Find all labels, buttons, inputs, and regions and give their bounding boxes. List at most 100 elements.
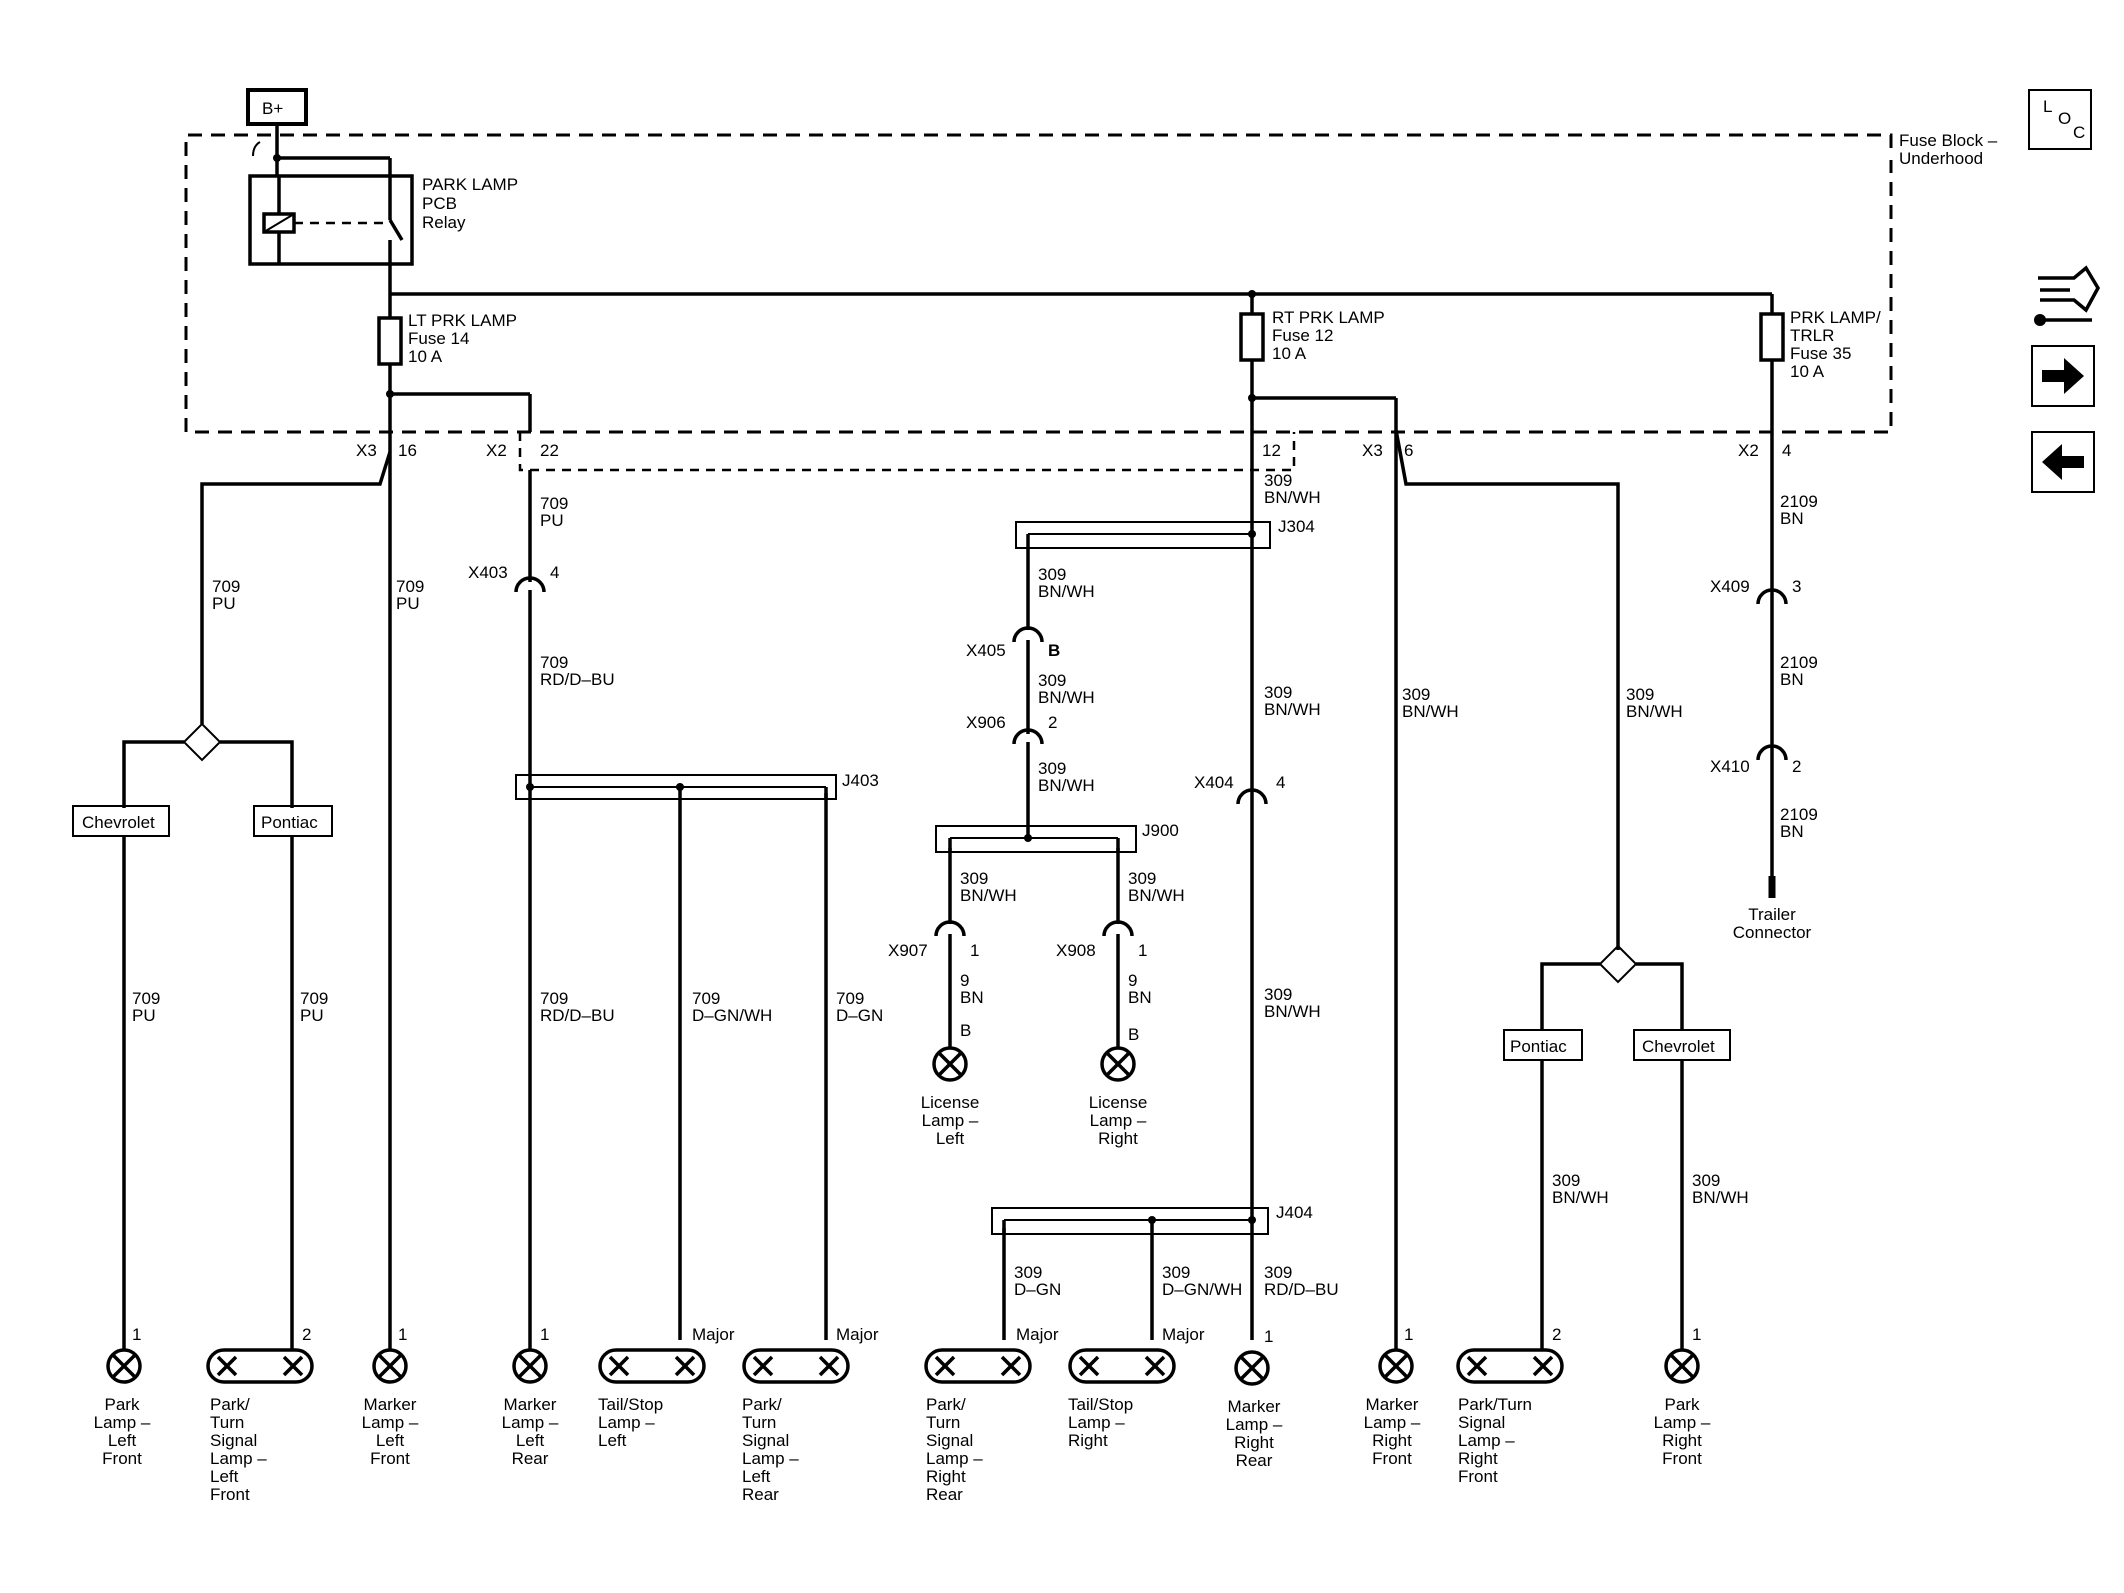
svg-text:Lamp –: Lamp – [742, 1449, 799, 1468]
svg-text:Front: Front [370, 1449, 410, 1468]
svg-text:C: C [2073, 123, 2085, 142]
svg-text:BN: BN [1780, 822, 1804, 841]
svg-text:309: 309 [1264, 471, 1292, 490]
svg-text:BN/WH: BN/WH [1038, 776, 1095, 795]
svg-text:Rear: Rear [512, 1449, 549, 1468]
previous-page-arrow-icon[interactable] [2031, 431, 2095, 493]
svg-text:BN: BN [1780, 670, 1804, 689]
svg-text:BN/WH: BN/WH [960, 886, 1017, 905]
svg-text:709: 709 [836, 989, 864, 1008]
park-turn-lamp-right-front-icon [1456, 1348, 1564, 1384]
svg-text:PU: PU [300, 1006, 324, 1025]
svg-text:BN: BN [960, 988, 984, 1007]
svg-text:D–GN: D–GN [1014, 1280, 1061, 1299]
svg-text:Marker: Marker [504, 1395, 557, 1414]
svg-text:16: 16 [398, 441, 417, 460]
splice-j900 [935, 825, 1137, 853]
svg-text:Major: Major [1016, 1325, 1059, 1344]
relay-label: PARK LAMP [422, 175, 518, 194]
svg-text:X404: X404 [1194, 773, 1234, 792]
svg-text:Connector: Connector [1733, 923, 1812, 942]
svg-text:309: 309 [1264, 985, 1292, 1004]
svg-text:709: 709 [540, 494, 568, 513]
svg-text:Right: Right [1662, 1431, 1702, 1450]
svg-text:Underhood: Underhood [1899, 149, 1983, 168]
fuse-35-label: PRK LAMP/ [1790, 308, 1881, 327]
svg-text:Park/: Park/ [742, 1395, 782, 1414]
svg-text:309: 309 [1162, 1263, 1190, 1282]
svg-text:Front: Front [1662, 1449, 1702, 1468]
svg-text:Left: Left [742, 1467, 771, 1486]
svg-text:10 A: 10 A [1790, 362, 1825, 381]
svg-text:Right: Right [1068, 1431, 1108, 1450]
svg-text:9: 9 [1128, 971, 1137, 990]
svg-text:Park/Turn: Park/Turn [1458, 1395, 1532, 1414]
svg-text:RD/D–BU: RD/D–BU [540, 670, 615, 689]
svg-text:1: 1 [398, 1325, 407, 1344]
svg-text:Right: Right [1098, 1129, 1138, 1148]
svg-text:Marker: Marker [1366, 1395, 1419, 1414]
svg-text:BN/WH: BN/WH [1038, 688, 1095, 707]
svg-text:Lamp –: Lamp – [362, 1413, 419, 1432]
svg-text:D–GN/WH: D–GN/WH [1162, 1280, 1242, 1299]
svg-text:Major: Major [692, 1325, 735, 1344]
svg-text:RD/D–BU: RD/D–BU [1264, 1280, 1339, 1299]
svg-text:Right: Right [1372, 1431, 1412, 1450]
tail-stop-lamp-right-label: Tail/Stop Lamp – Right [1068, 1395, 1133, 1450]
svg-text:Left: Left [936, 1129, 965, 1148]
svg-text:709: 709 [132, 989, 160, 1008]
svg-text:Lamp –: Lamp – [1226, 1415, 1283, 1434]
svg-text:Lamp –: Lamp – [210, 1449, 267, 1468]
fuse-12 [1239, 312, 1265, 362]
svg-text:BN/WH: BN/WH [1264, 700, 1321, 719]
marker-lamp-right-front-icon [1378, 1348, 1414, 1384]
svg-text:Lamp –: Lamp – [926, 1449, 983, 1468]
svg-text:1: 1 [1692, 1325, 1701, 1344]
svg-text:Major: Major [1162, 1325, 1205, 1344]
svg-text:309: 309 [960, 869, 988, 888]
svg-text:1: 1 [540, 1325, 549, 1344]
svg-text:Park: Park [1665, 1395, 1700, 1414]
license-lamp-left-label: License Lamp – Left [921, 1093, 980, 1148]
park-lamp-right-front-icon [1664, 1348, 1700, 1384]
svg-text:X906: X906 [966, 713, 1006, 732]
svg-text:Front: Front [1458, 1467, 1498, 1486]
svg-text:Fuse 12: Fuse 12 [1272, 326, 1333, 345]
park-turn-lamp-left-front-label: Park/ Turn Signal Lamp – Left Front [210, 1395, 267, 1504]
svg-text:PU: PU [540, 511, 564, 530]
svg-text:Left: Left [598, 1431, 627, 1450]
svg-text:Turn: Turn [926, 1413, 960, 1432]
fuse-14 [377, 316, 403, 366]
svg-text:X405: X405 [966, 641, 1006, 660]
svg-text:BN/WH: BN/WH [1692, 1188, 1749, 1207]
svg-text:Lamp –: Lamp – [1654, 1413, 1711, 1432]
location-view-button[interactable]: L O C [2028, 89, 2092, 150]
svg-text:Fuse 35: Fuse 35 [1790, 344, 1851, 363]
svg-text:1: 1 [132, 1325, 141, 1344]
svg-text:B: B [1128, 1025, 1139, 1044]
svg-text:709: 709 [396, 577, 424, 596]
component-connector-icon[interactable] [2034, 265, 2101, 326]
park-turn-lamp-left-rear-label: Park/ Turn Signal Lamp – Left Rear [742, 1395, 799, 1504]
next-page-arrow-icon[interactable] [2031, 345, 2095, 407]
svg-text:O: O [2058, 109, 2071, 128]
svg-text:X403: X403 [468, 563, 508, 582]
svg-text:309: 309 [1264, 683, 1292, 702]
svg-text:709: 709 [540, 989, 568, 1008]
license-lamp-right-icon [1100, 1046, 1136, 1082]
svg-text:309: 309 [1128, 869, 1156, 888]
svg-text:Lamp –: Lamp – [922, 1111, 979, 1130]
svg-text:J900: J900 [1142, 821, 1179, 840]
svg-text:Rear: Rear [742, 1485, 779, 1504]
splice-j304 [1015, 521, 1271, 549]
svg-text:709: 709 [540, 653, 568, 672]
svg-text:PU: PU [132, 1006, 156, 1025]
park-lamp-left-front-icon [106, 1348, 142, 1384]
svg-text:License: License [1089, 1093, 1148, 1112]
svg-text:9: 9 [960, 971, 969, 990]
svg-text:Left: Left [108, 1431, 137, 1450]
svg-text:J304: J304 [1278, 517, 1315, 536]
option-chevrolet-left [72, 805, 170, 837]
svg-text:BN/WH: BN/WH [1128, 886, 1185, 905]
svg-text:10 A: 10 A [1272, 344, 1307, 363]
